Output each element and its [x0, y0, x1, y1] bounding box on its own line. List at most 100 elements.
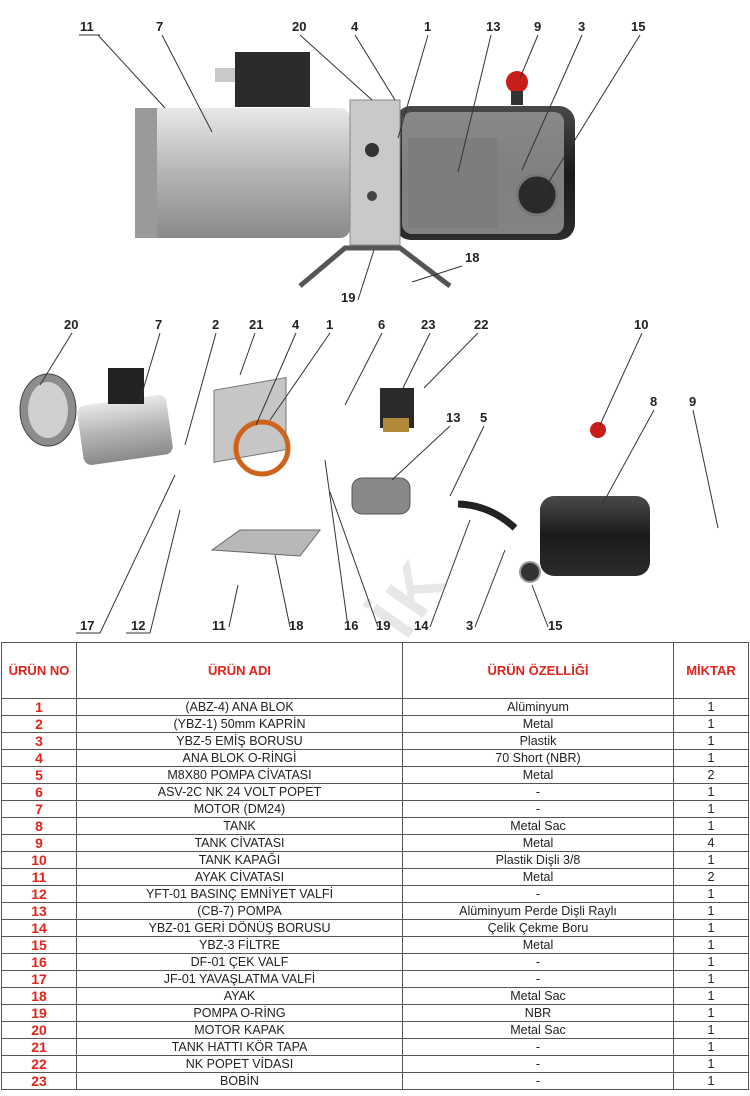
cell-feature: Metal [402, 715, 674, 733]
motor-part [77, 395, 173, 465]
filter-part [519, 561, 541, 583]
cell-feature: - [402, 970, 674, 988]
pump-block [408, 138, 498, 228]
callout-label: 18 [465, 250, 479, 265]
cell-qty: 1 [673, 1021, 749, 1039]
cell-feature: Metal [402, 936, 674, 954]
cell-no: 9 [1, 834, 77, 852]
cell-name: MOTOR KAPAK [76, 1021, 403, 1039]
column-header-qty: MİKTAR [673, 642, 749, 699]
cell-feature: 70 Short (NBR) [402, 749, 674, 767]
cell-no: 10 [1, 851, 77, 869]
column-header-feature: ÜRÜN ÖZELLİĞİ [402, 642, 674, 699]
exploded-callouts: 20 7 2 21 4 1 6 23 22 10 13 5 8 9 17 12 … [39, 317, 719, 634]
callout-label: 22 [474, 317, 488, 332]
cell-no: 5 [1, 766, 77, 784]
cell-no: 8 [1, 817, 77, 835]
callout-label: 1 [326, 317, 333, 332]
cell-no: 3 [1, 732, 77, 750]
callout-label: 4 [351, 19, 359, 34]
cell-feature: Metal Sac [402, 1021, 674, 1039]
o-ring-part [233, 419, 291, 477]
callout-label: 6 [378, 317, 385, 332]
callout-label: 11 [80, 19, 94, 34]
assembled-view [135, 52, 575, 288]
cell-qty: 1 [673, 919, 749, 937]
assembly-figure: ARIC HİDROLİK 11 7 20 4 1 13 9 3 15 18 1… [19, 19, 719, 640]
callout-label: 8 [650, 394, 657, 409]
red-cap-icon [506, 71, 528, 93]
cell-qty: 1 [673, 1004, 749, 1022]
cell-no: 13 [1, 902, 77, 920]
cell-name: (YBZ-1) 50mm KAPRİN [76, 715, 403, 733]
callout-label: 21 [249, 317, 263, 332]
callout-label: 20 [64, 317, 78, 332]
solenoid-part [108, 368, 144, 404]
cell-name: AYAK [76, 987, 403, 1005]
column-header-no: ÜRÜN NO [1, 642, 77, 699]
cell-feature: - [402, 885, 674, 903]
cell-no: 19 [1, 1004, 77, 1022]
cell-qty: 1 [673, 783, 749, 801]
cell-no: 12 [1, 885, 77, 903]
solenoid-stem [215, 68, 235, 82]
callout-label: 15 [548, 618, 562, 633]
cell-qty: 1 [673, 800, 749, 818]
cell-name: MOTOR (DM24) [76, 800, 403, 818]
column-header-name: ÜRÜN ADI [76, 642, 403, 699]
cell-no: 14 [1, 919, 77, 937]
cell-qty: 1 [673, 885, 749, 903]
cell-feature: Metal [402, 766, 674, 784]
filter-ring [515, 173, 559, 217]
callout-label: 3 [578, 19, 585, 34]
callout-label: 23 [421, 317, 435, 332]
cell-no: 2 [1, 715, 77, 733]
cell-no: 17 [1, 970, 77, 988]
callout-label: 14 [414, 618, 429, 633]
cell-no: 23 [1, 1072, 77, 1090]
solenoid-coil [235, 52, 310, 107]
callout-label: 18 [289, 618, 303, 633]
cell-no: 22 [1, 1055, 77, 1073]
callout-label: 16 [344, 618, 358, 633]
motor-body [135, 108, 350, 238]
cell-feature: Metal Sac [402, 987, 674, 1005]
cell-feature: Metal [402, 834, 674, 852]
cell-qty: 1 [673, 987, 749, 1005]
cell-feature: - [402, 953, 674, 971]
callout-label: 1 [424, 19, 431, 34]
cell-name: NK POPET VİDASI [76, 1055, 403, 1073]
cell-qty: 2 [673, 766, 749, 784]
tank-cap-part [590, 422, 606, 438]
valve-port-2 [367, 191, 377, 201]
cell-name: POMPA O-RİNG [76, 1004, 403, 1022]
callout-label: 12 [131, 618, 145, 633]
cell-name: (CB-7) POMPA [76, 902, 403, 920]
cell-qty: 4 [673, 834, 749, 852]
feet-bracket [298, 245, 452, 288]
cell-feature: Metal Sac [402, 817, 674, 835]
callout-label: 2 [212, 317, 219, 332]
cell-no: 18 [1, 987, 77, 1005]
cell-name: YFT-01 BASINÇ EMNİYET VALFİ [76, 885, 403, 903]
cell-name: TANK KAPAĞI [76, 851, 403, 869]
cell-qty: 1 [673, 732, 749, 750]
cell-feature: - [402, 1055, 674, 1073]
cell-no: 1 [1, 698, 77, 716]
